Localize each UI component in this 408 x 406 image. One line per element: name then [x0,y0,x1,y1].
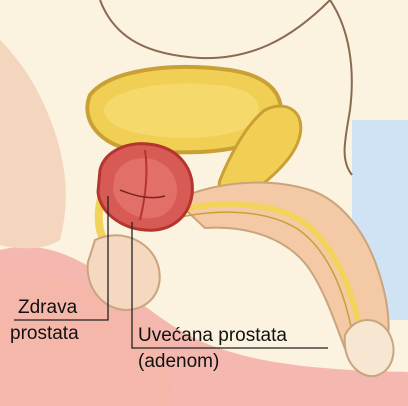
enlarged-label-line-2: (adenom) [138,351,219,373]
healthy-label-line-1: Zdrava [18,297,77,319]
bladder-inner [104,84,259,138]
healthy-label-line-2: prostata [10,323,79,345]
enlarged-label-line-1: Uvećana prostata [138,325,287,347]
